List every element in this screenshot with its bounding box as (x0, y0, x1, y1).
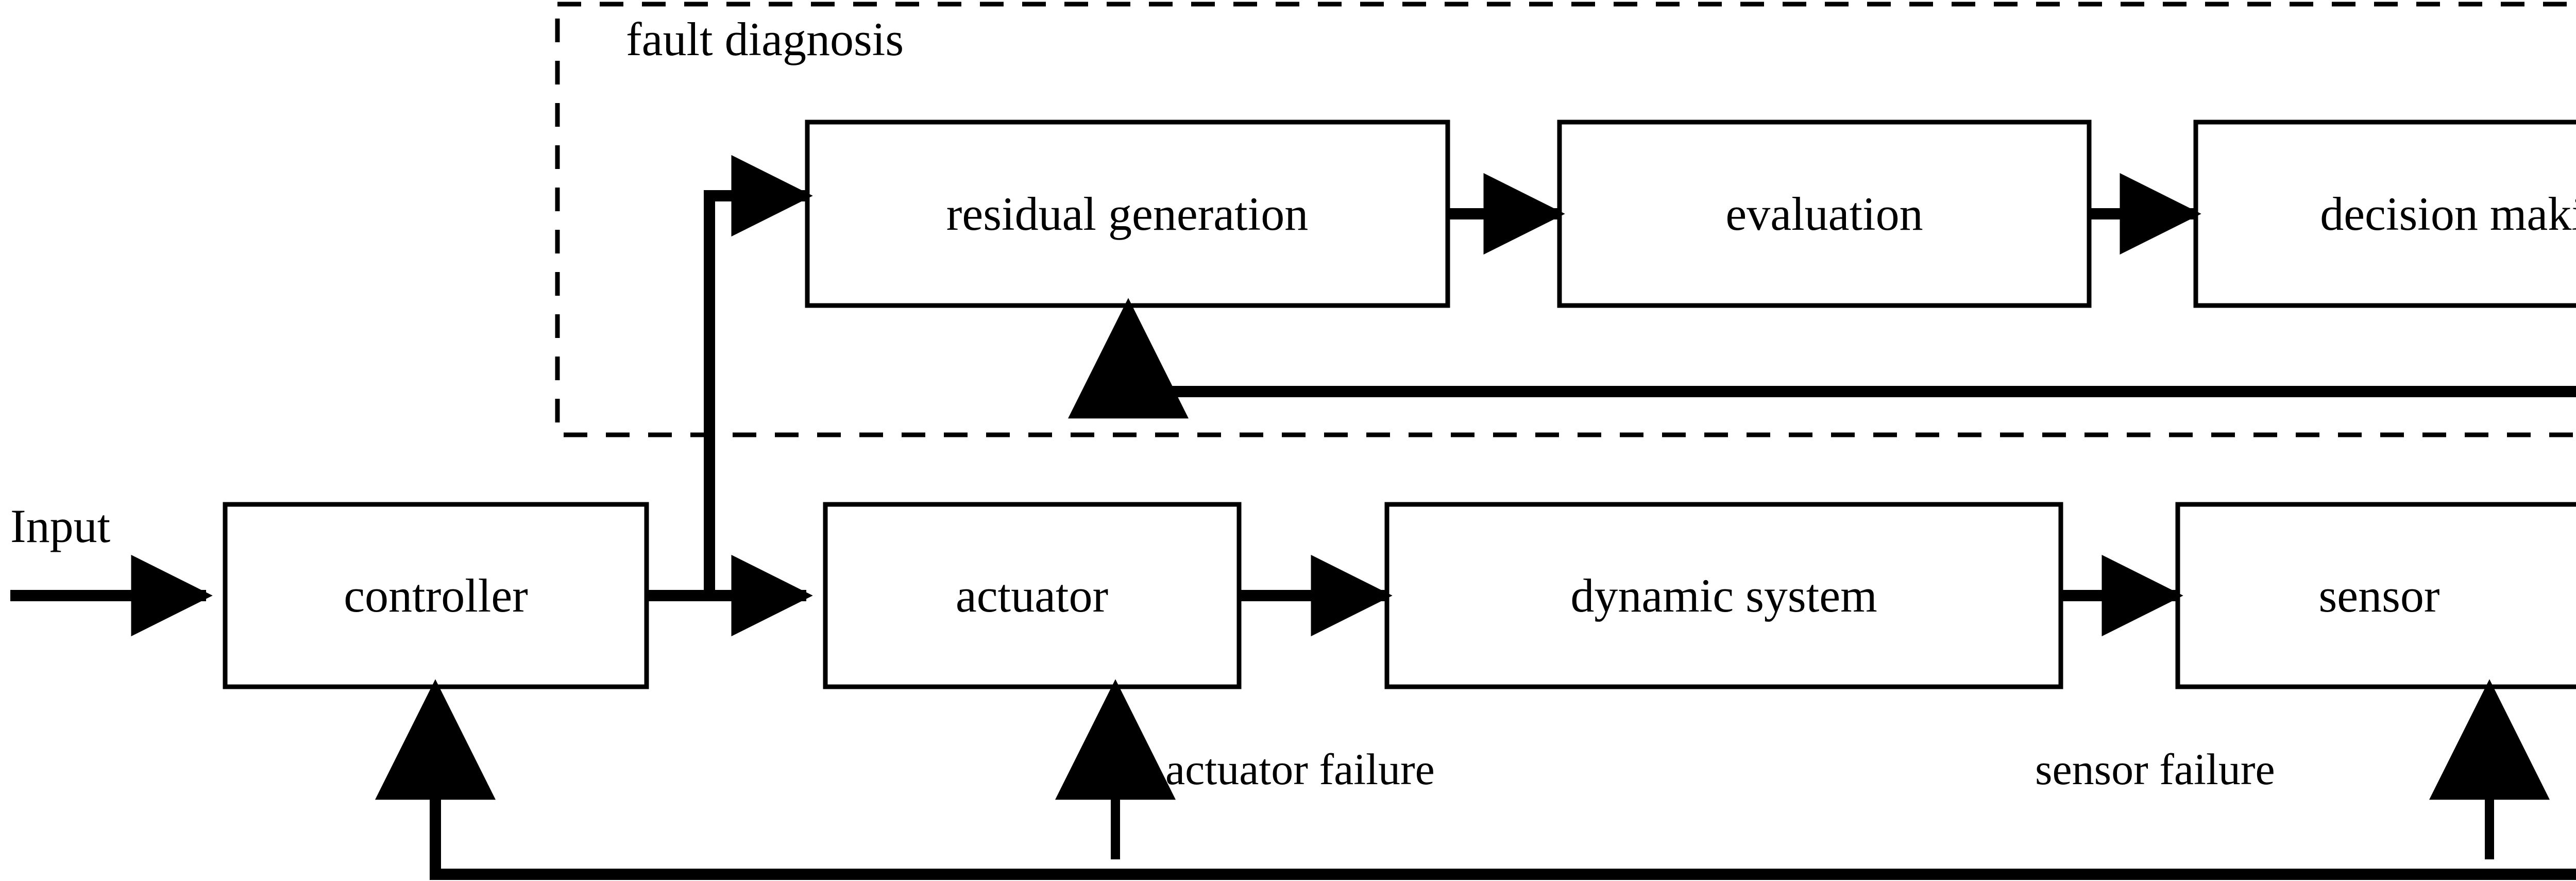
controller-label: controller (344, 569, 528, 622)
evaluation-label: evaluation (1725, 188, 1923, 240)
output-feedback-loop-path (430, 732, 2576, 880)
input-label: Input (10, 500, 111, 552)
decision-making-label: decision making (2320, 188, 2576, 240)
dynamic-system-label: dynamic system (1570, 569, 1877, 622)
sensor-box[interactable] (2175, 502, 2576, 689)
sensor-label: sensor (2318, 569, 2440, 622)
actuator-failure-label: actuator failure (1165, 744, 1435, 794)
actuator-box[interactable] (823, 502, 1242, 689)
evaluation-box[interactable] (1557, 120, 2092, 308)
dynamic-system-box[interactable] (1384, 502, 2063, 689)
controller-to-residual-generation-branch (704, 190, 785, 596)
residual-generation-label: residual generation (946, 188, 1309, 240)
actuator-label: actuator (955, 569, 1109, 622)
residual-generation-box[interactable] (805, 120, 1450, 308)
sensor-failure-label: sensor failure (2035, 744, 2275, 794)
fault-diagnosis-group-label: fault diagnosis (626, 13, 904, 65)
fault-diagnosis-group-border (555, 2, 2576, 437)
